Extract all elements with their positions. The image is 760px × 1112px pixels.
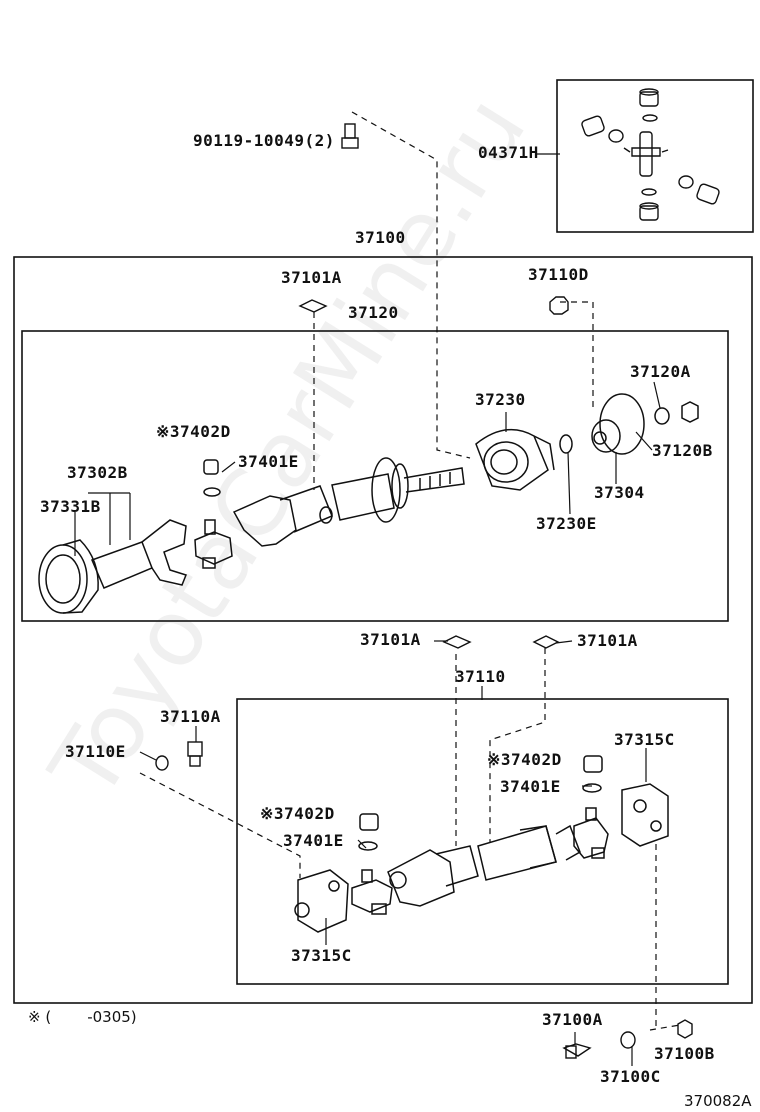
nut-d-drawing (549, 296, 569, 315)
front-shaft-drawing (38, 457, 465, 614)
mark-icon: ※ (487, 750, 501, 769)
label-37100b: 37100B (654, 1044, 715, 1063)
kit-frame (556, 79, 754, 233)
label-37100a: 37100A (542, 1010, 603, 1029)
label-37101a-mid-right: 37101A (577, 631, 638, 650)
top-bolt-drawing (341, 123, 359, 149)
label-37110d: 37110D (528, 265, 589, 284)
clip-mid-right-drawing (532, 635, 560, 649)
label-37120a: 37120A (630, 362, 691, 381)
clip-mid-left-drawing (442, 635, 472, 649)
label-37101a-top: 37101A (281, 268, 342, 287)
label-37110e: 37110E (65, 742, 126, 761)
label-04371h: 04371H (478, 143, 539, 162)
label-37101a-mid-left: 37101A (360, 630, 421, 649)
label-37100c: 37100C (600, 1067, 661, 1086)
center-bearing-drawing (475, 428, 573, 491)
label-37402d-top: ※37402D (156, 422, 231, 441)
label-37120b: 37120B (652, 441, 713, 460)
label-37401e-low: 37401E (283, 831, 344, 850)
label-37230: 37230 (475, 390, 526, 409)
label-37331b: 37331B (40, 497, 101, 516)
label-37401e-top: 37401E (238, 452, 299, 471)
label-37110: 37110 (455, 667, 506, 686)
label-37304: 37304 (594, 483, 645, 502)
mark-icon: ※ (260, 804, 274, 823)
label-37230e: 37230E (536, 514, 597, 533)
flange-drawing (591, 393, 699, 455)
label-37402d-mid: ※37402D (487, 750, 562, 769)
label-37100: 37100 (355, 228, 406, 247)
kit-parts-drawing (581, 88, 720, 221)
label-37402d-low: ※37402D (260, 804, 335, 823)
label-37315c-left: 37315C (291, 946, 352, 965)
assy-frame (13, 256, 753, 1004)
front-shaft-frame (21, 330, 729, 622)
rear-hardware-drawing (155, 741, 203, 771)
label-37120: 37120 (348, 303, 399, 322)
leader-lines (139, 111, 681, 1031)
label-37401e-mid: 37401E (500, 777, 561, 796)
bottom-hardware-drawing (562, 1019, 693, 1059)
mark-icon: ※ (156, 422, 170, 441)
solid-leaders (74, 153, 661, 1066)
footnote: ※ (-0305) (28, 1008, 137, 1026)
rear-shaft-drawing (294, 755, 669, 933)
label-37110a: 37110A (160, 707, 221, 726)
label-37302b: 37302B (67, 463, 128, 482)
label-90119-10049: 90119-10049(2) (193, 131, 335, 150)
label-37315c-right: 37315C (614, 730, 675, 749)
diagram-code: 370082A (684, 1092, 752, 1110)
clip-top-drawing (298, 299, 328, 313)
